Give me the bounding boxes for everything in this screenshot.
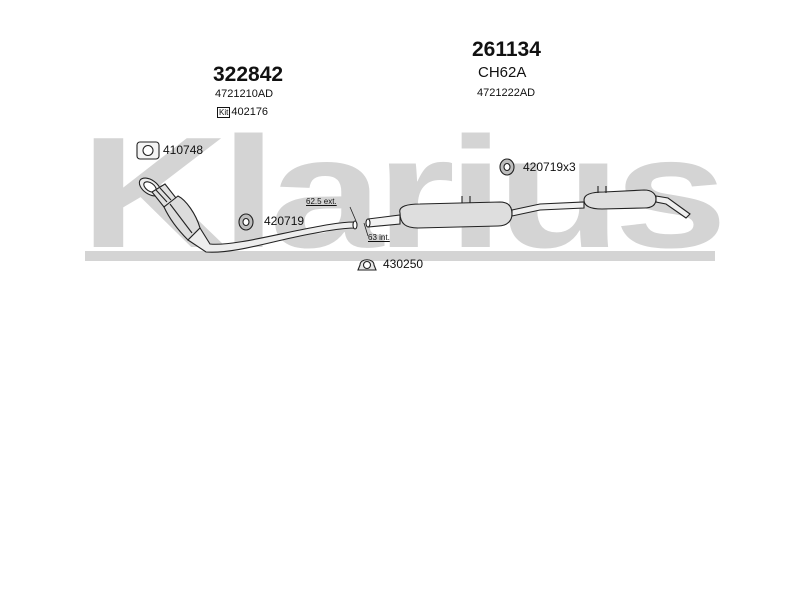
clamp-icon (357, 259, 377, 271)
rubber-mount-icon-rear (499, 158, 515, 176)
kit-tag: Kit (217, 106, 231, 118)
cat-oe-code: 4721210AD (215, 88, 274, 100)
catalytic-converter-section (138, 177, 358, 253)
rubber-mount-icon-front (238, 213, 254, 231)
gasket-icon (136, 141, 160, 160)
front-pipe-end (352, 220, 358, 230)
rear-mount-part-number: 420719x3 (523, 160, 576, 174)
rear-silencer (583, 189, 657, 210)
clamp-part-number: 430250 (383, 257, 424, 271)
tailpipe (655, 195, 691, 219)
watermark-underline (85, 251, 715, 261)
kit-number: 402176 (231, 106, 269, 118)
ext-dimension-label: 62.5 ext. (306, 197, 337, 206)
rear-section (365, 186, 691, 229)
cat-part-number: 322842 (213, 63, 284, 86)
mid-pipe (511, 201, 585, 217)
int-dimension-label: 63 int. (368, 233, 390, 242)
rear-inlet-end (365, 218, 371, 228)
front-mount-part-number: 420719 (264, 214, 305, 228)
centre-silencer (399, 201, 513, 229)
rear-part-number: 261134 (472, 38, 541, 61)
dimension-markers (349, 206, 369, 237)
gasket-part-number: 410748 (163, 143, 204, 157)
rear-oe-code: 4721222AD (477, 87, 536, 99)
rear-part-name: CH62A (478, 64, 527, 81)
